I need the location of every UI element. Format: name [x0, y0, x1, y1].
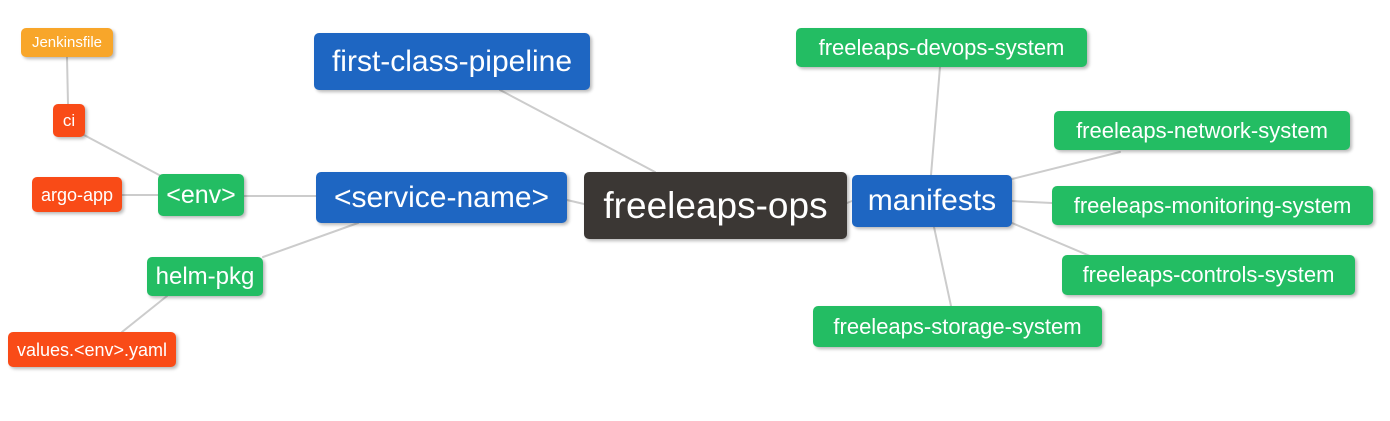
edge-ci-env [83, 134, 162, 177]
edge-helm-pkg-values [121, 295, 168, 333]
node-helm-pkg[interactable]: helm-pkg [147, 257, 263, 296]
node-ci[interactable]: ci [53, 104, 85, 137]
edge-helm-pkg-service-name [262, 222, 359, 258]
edge-service-name-ops [566, 199, 585, 205]
edge-manifests-network [1011, 151, 1121, 180]
node-argo-app[interactable]: argo-app [32, 177, 122, 212]
node-controls-system[interactable]: freeleaps-controls-system [1062, 255, 1355, 295]
node-devops-system[interactable]: freeleaps-devops-system [796, 28, 1087, 67]
edge-manifests-storage [933, 226, 952, 307]
edge-ops-manifests [846, 200, 853, 204]
node-jenkinsfile[interactable]: Jenkinsfile [21, 28, 113, 57]
node-storage-system[interactable]: freeleaps-storage-system [813, 306, 1102, 347]
edge-first-class-pipeline-ops [499, 89, 656, 173]
edge-manifests-controls [1011, 222, 1091, 257]
node-freeleaps-ops-root[interactable]: freeleaps-ops [584, 172, 847, 239]
node-values-env-yaml[interactable]: values.<env>.yaml [8, 332, 176, 367]
node-monitoring-system[interactable]: freeleaps-monitoring-system [1052, 186, 1373, 225]
edge-manifests-devops [930, 66, 941, 176]
edge-jenkinsfile-ci [66, 56, 69, 105]
node-manifests[interactable]: manifests [852, 175, 1012, 227]
node-network-system[interactable]: freeleaps-network-system [1054, 111, 1350, 150]
node-service-name[interactable]: <service-name> [316, 172, 567, 223]
edge-manifests-monitoring [1011, 200, 1053, 204]
node-env[interactable]: <env> [158, 174, 244, 216]
node-first-class-pipeline[interactable]: first-class-pipeline [314, 33, 590, 90]
